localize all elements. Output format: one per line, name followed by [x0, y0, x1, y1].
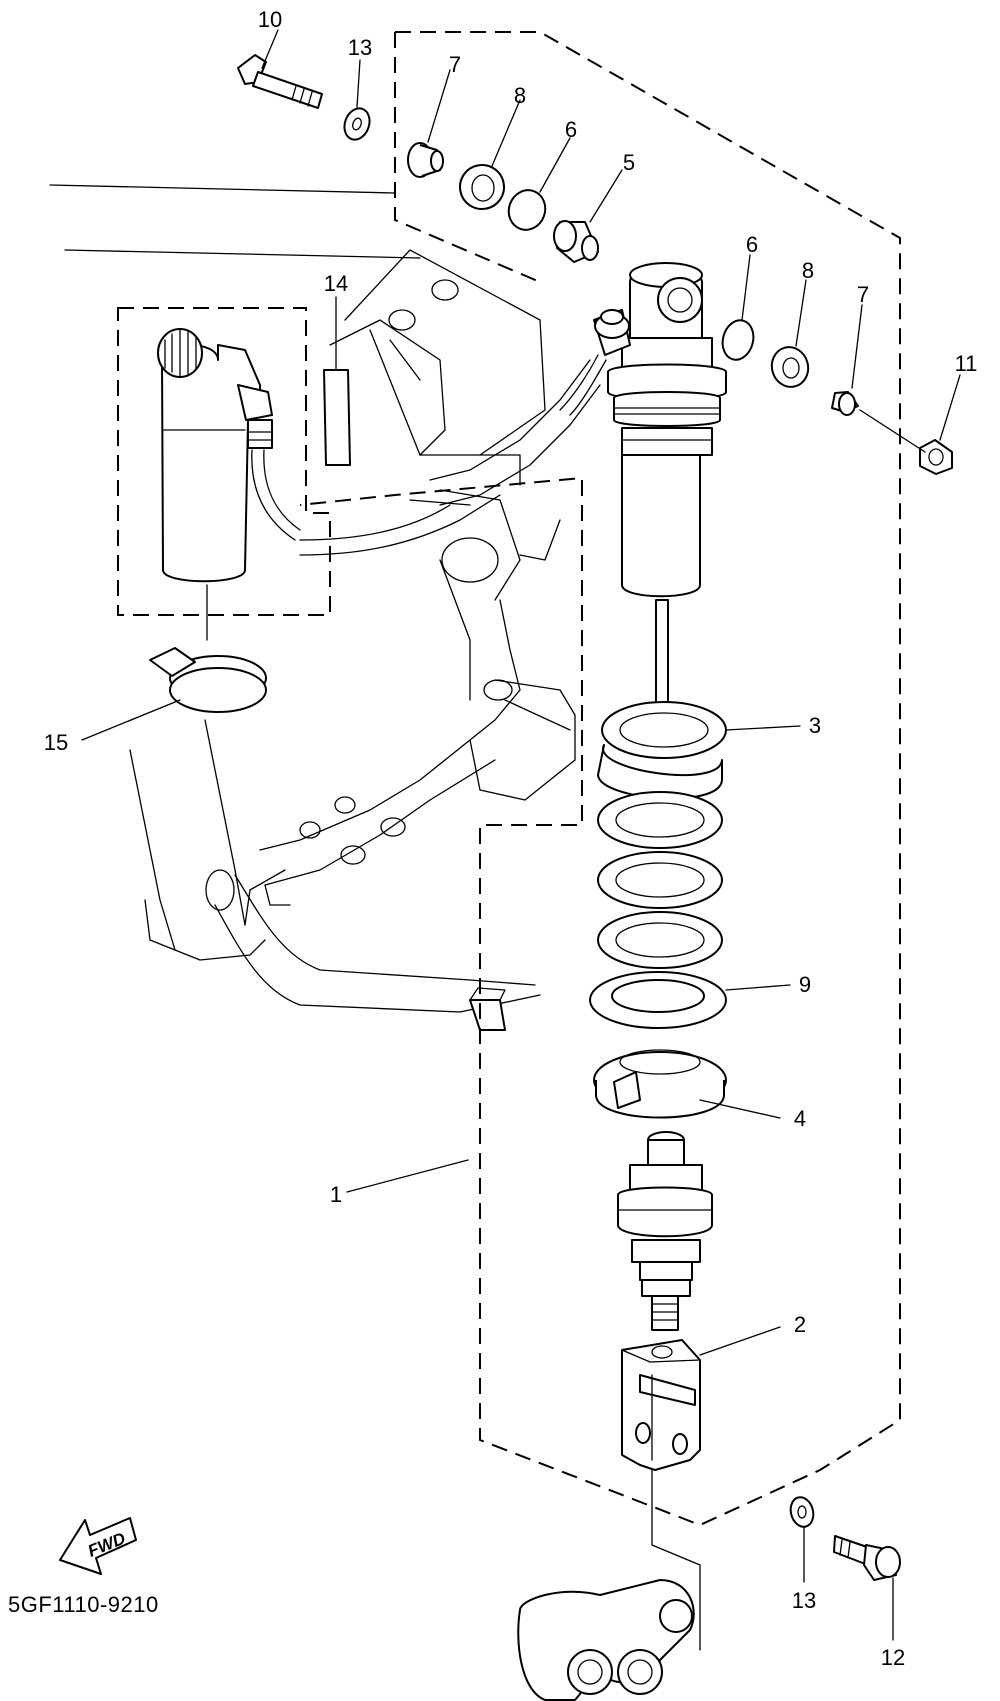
callout-8-right: 8 [802, 258, 814, 283]
part-12-bolt [833, 1535, 901, 1581]
leader-lines [81, 29, 961, 1641]
main-assembly-boundary [299, 31, 901, 1527]
callout-9: 9 [799, 972, 811, 997]
callout-14: 14 [324, 271, 348, 296]
callout-2: 2 [794, 1312, 806, 1337]
part-11-nut [919, 439, 953, 475]
callout-12: 12 [881, 1645, 905, 1670]
forward-arrow-icon: FWD [59, 1517, 137, 1575]
callout-6-top: 6 [565, 117, 577, 142]
callout-13-bottom: 13 [792, 1588, 816, 1613]
part-2-clevis [621, 1339, 701, 1471]
frame-outline [49, 184, 601, 1031]
callout-7-top: 7 [449, 52, 461, 77]
callout-7-right: 7 [857, 282, 869, 307]
callout-10: 10 [258, 7, 282, 32]
damper-lower-body [617, 1131, 713, 1331]
part-14-label [323, 369, 351, 466]
part-8-seal-top [459, 164, 505, 210]
shock-absorber-body [559, 262, 727, 741]
callout-8-top: 8 [514, 83, 526, 108]
part-8-seal-right [770, 346, 810, 388]
callout-labels: 10 13 7 8 6 5 6 8 7 11 14 3 9 4 2 1 15 1… [44, 7, 978, 1670]
part-15-clamp [149, 584, 267, 713]
part-5-bushing [553, 220, 599, 263]
callout-15: 15 [44, 730, 68, 755]
callout-13-top: 13 [348, 35, 372, 60]
part-6-oring-top [507, 189, 547, 231]
part-3-spring [597, 701, 727, 969]
callout-11: 11 [955, 351, 978, 376]
part-4-split-collar [593, 1049, 727, 1119]
callout-4: 4 [794, 1106, 806, 1131]
callout-6-right: 6 [746, 232, 758, 257]
callout-3: 3 [809, 713, 821, 738]
part-code: 5GF1110-9210 [8, 1592, 159, 1617]
reservoir-assembly [157, 328, 301, 583]
part-6-oring-right [721, 319, 755, 361]
part-7-collar-top [407, 142, 444, 178]
upper-bracket-boundary [394, 32, 541, 283]
callout-5: 5 [623, 150, 635, 175]
reservoir-boundary [117, 307, 331, 616]
part-9-spring-seat [589, 971, 727, 1029]
part-7-collar-right [831, 391, 859, 416]
part-10-bolt [237, 54, 323, 109]
lower-link [517, 1469, 701, 1701]
callout-1: 1 [330, 1182, 342, 1207]
part-13-washer-bottom [789, 1496, 815, 1528]
part-13-washer-top [343, 107, 371, 141]
